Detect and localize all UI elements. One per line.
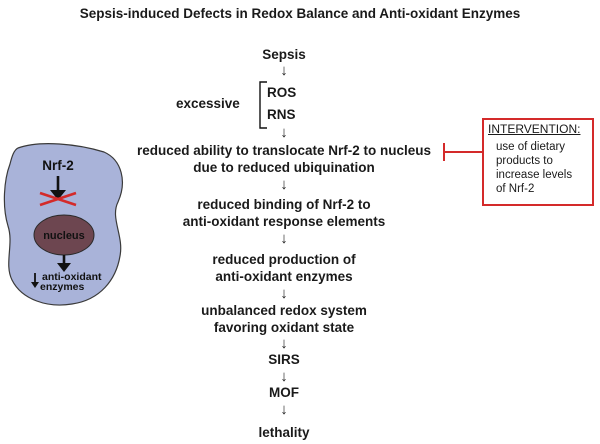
step-redox-line2: favoring oxidant state [213,320,355,335]
cell-nrf2-label: Nrf-2 [42,158,74,173]
inhibition-connector [443,143,484,161]
step-binding-line1: reduced binding of Nrf-2 to [197,197,371,212]
intervention-title: INTERVENTION: [488,122,581,136]
cell-enzymes-line1: anti-oxidant [42,271,102,283]
step-production-line2: anti-oxidant enzymes [215,269,353,284]
step-rns: RNS [267,107,296,122]
step-redox-line1: unbalanced redox system [201,303,367,318]
down-arrow-icon: ↓ [280,124,288,141]
cell-illustration: Nrf-2 nucleus anti-oxidant enzymes [3,143,123,306]
cell-enzymes-line2: enzymes [40,281,85,293]
nrf2-arrow-head [50,190,66,200]
step-binding-line2: anti-oxidant response elements [182,214,386,229]
down-arrow-icon: ↓ [280,285,288,302]
down-arrow-icon: ↓ [280,368,288,385]
decrease-arrow-head [31,282,39,288]
down-arrow-icon: ↓ [280,230,288,247]
step-excessive: excessive [176,96,240,111]
step-ros: ROS [267,85,297,100]
intervention-line-2: products to [496,155,553,167]
block-x-stroke-2 [39,191,77,207]
intervention-box: INTERVENTION: use of dietary products to… [482,118,594,206]
step-mof: MOF [269,385,299,400]
diagram-title: Sepsis-induced Defects in Redox Balance … [79,6,521,21]
intervention-line-3: increase levels [496,169,573,181]
down-arrow-icon: ↓ [280,335,288,352]
nucleus-label: nucleus [43,230,85,242]
intervention-line-4: of Nrf-2 [496,183,535,195]
step-sirs: SIRS [268,352,300,367]
down-arrow-icon: ↓ [280,62,288,79]
down-arrow-icon: ↓ [280,176,288,193]
nucleus-arrow-head [57,263,71,272]
step-translocate-line2: due to reduced ubiquination [193,160,375,175]
down-arrow-icon: ↓ [280,401,288,418]
intervention-text: use of dietary products to increase leve… [484,136,592,196]
ros-rns-bracket [259,81,267,129]
step-sepsis: Sepsis [262,47,306,62]
step-production-line1: reduced production of [212,252,356,267]
intervention-line-1: use of dietary [496,141,566,153]
step-translocate-line1: reduced ability to translocate Nrf-2 to … [136,143,432,158]
step-lethality: lethality [258,425,310,440]
